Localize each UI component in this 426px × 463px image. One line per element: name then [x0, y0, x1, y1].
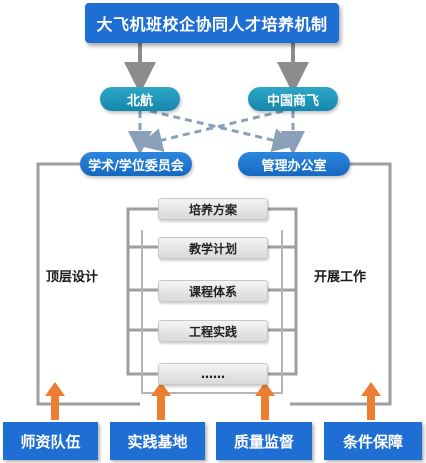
item-training-plan: 培养方案 — [158, 198, 268, 220]
item-teaching-plan: 教学计划 — [158, 237, 268, 259]
title-box: 大飞机班校企协同人才培养机制 — [85, 3, 339, 43]
center-rails — [126, 207, 298, 394]
label-carry-out-work: 开展工作 — [314, 270, 367, 285]
label-top-design: 顶层设计 — [46, 270, 99, 285]
item-ellipsis: …… — [158, 363, 268, 385]
support-faculty: 师资队伍 — [3, 422, 98, 460]
partner-comac: 中国商飞 — [248, 87, 338, 111]
item-engineering-practice: 工程实践 — [158, 320, 268, 342]
right-bracket — [290, 162, 392, 406]
support-practice-base: 实践基地 — [110, 422, 205, 460]
committee-office: 管理办公室 — [238, 152, 350, 176]
dashed-arrows — [128, 109, 305, 155]
item-curriculum: 课程体系 — [158, 280, 268, 302]
support-conditions: 条件保障 — [324, 422, 422, 460]
support-quality: 质量监督 — [216, 422, 312, 460]
left-bracket — [36, 162, 140, 406]
committee-academic: 学术/学位委员会 — [80, 152, 192, 176]
orange-arrows — [45, 382, 381, 420]
partner-beihang: 北航 — [100, 87, 180, 111]
